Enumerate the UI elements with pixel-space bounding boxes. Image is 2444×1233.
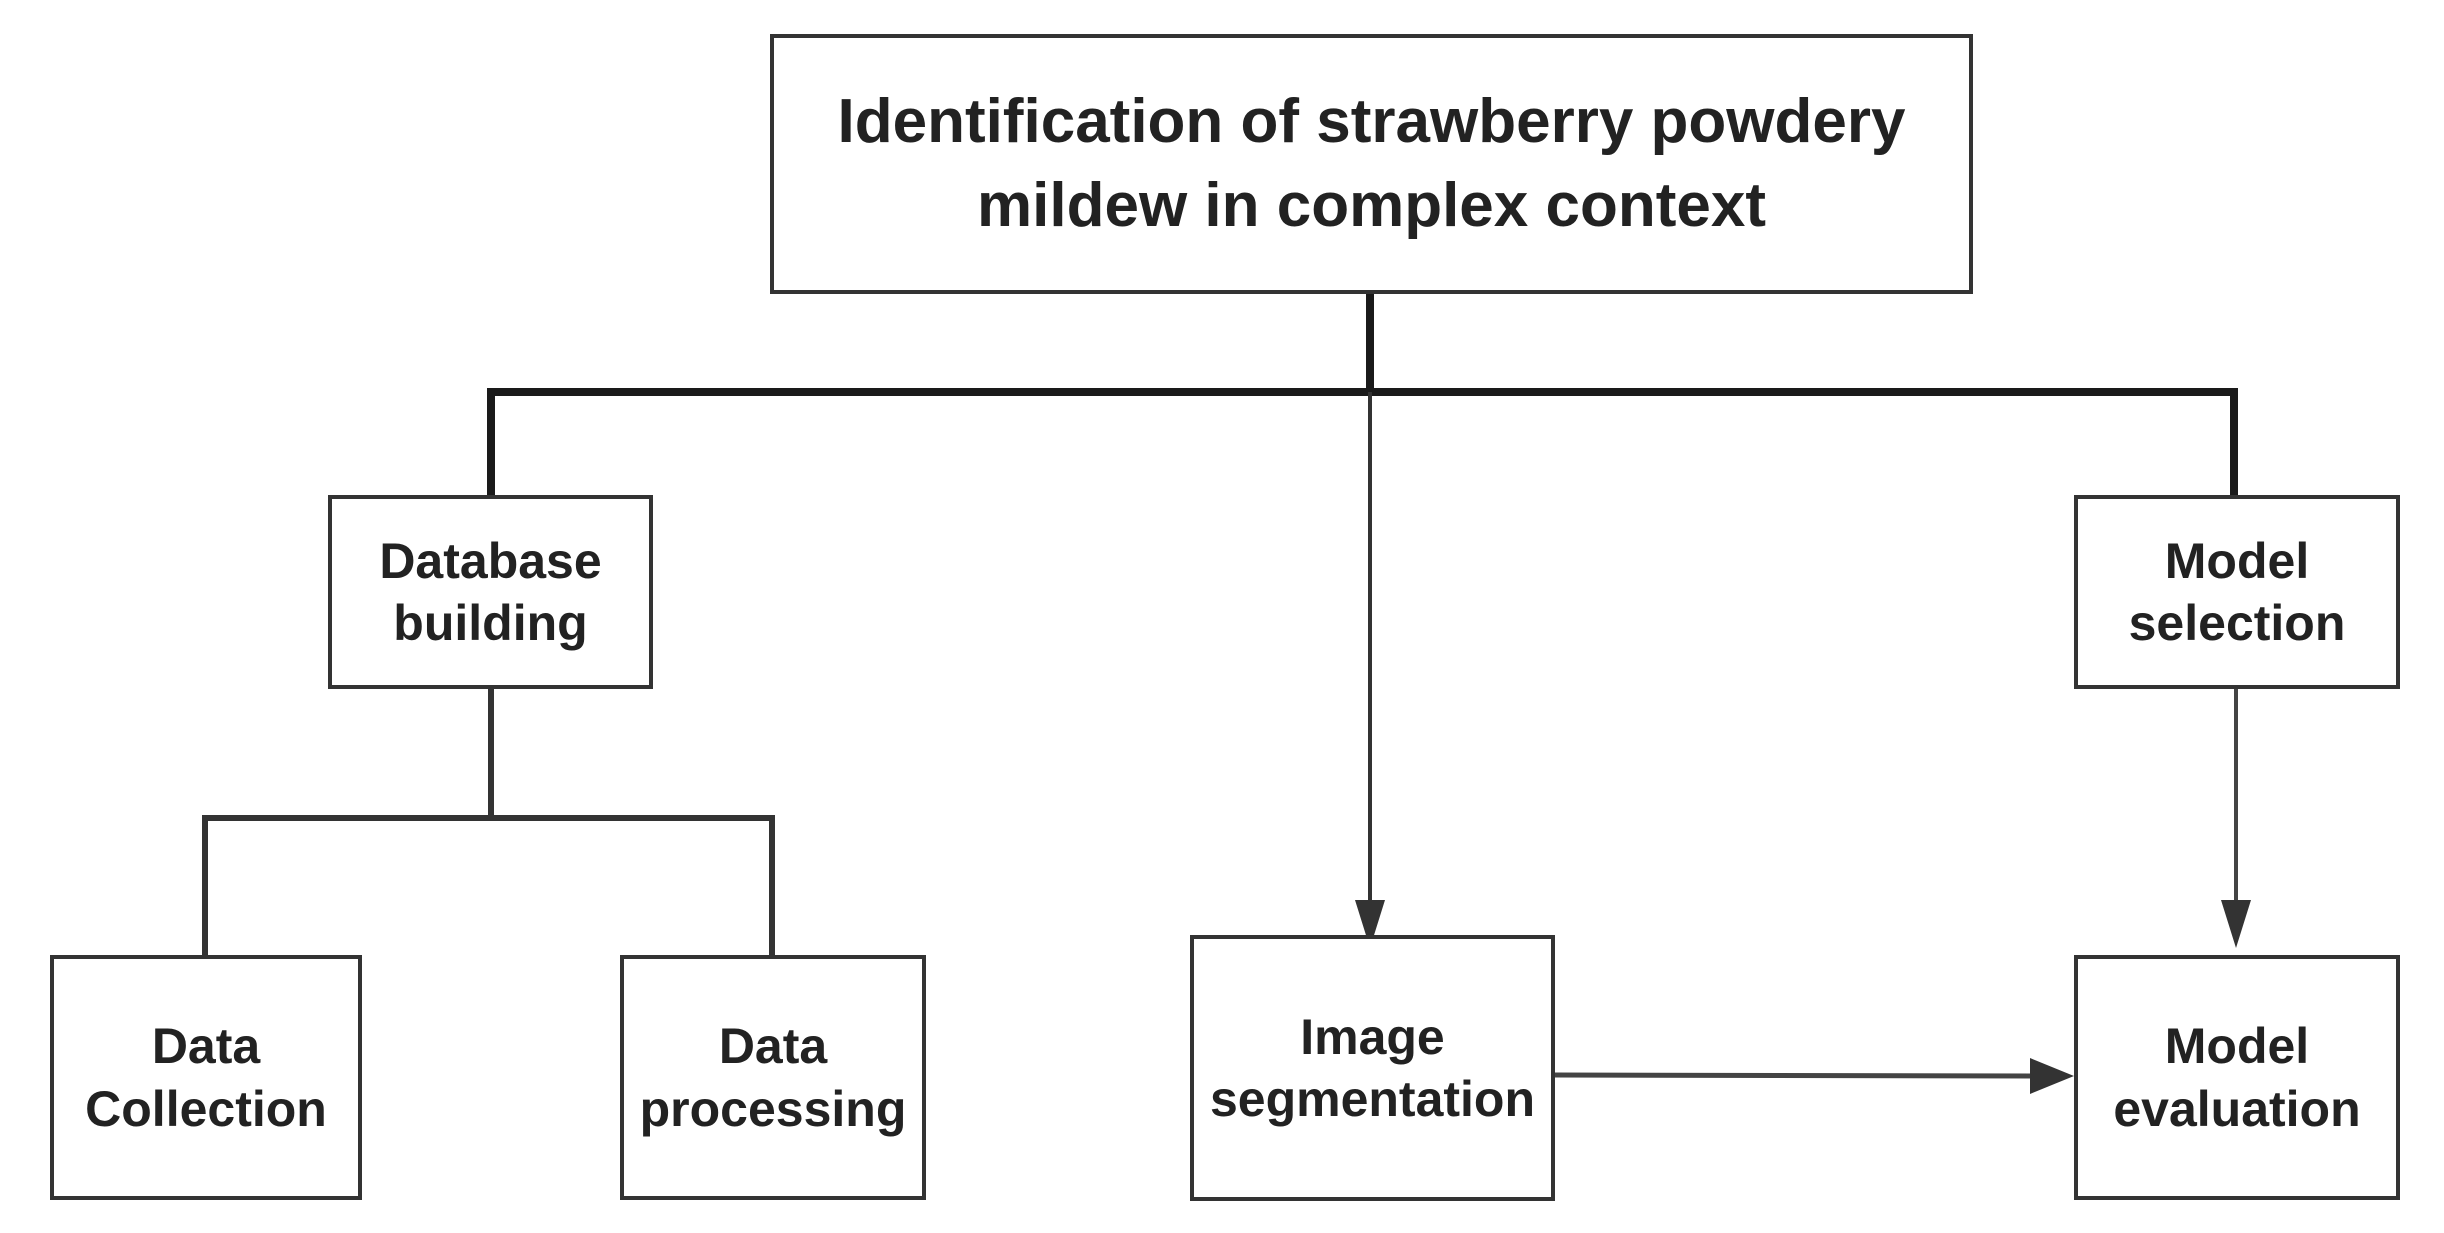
arrowhead-image-segmentation — [1355, 900, 1385, 948]
node-database-building-label: Database building — [379, 532, 602, 652]
node-data-collection: Data Collection — [50, 955, 362, 1200]
node-root: Identification of strawberry powdery mil… — [770, 34, 1973, 294]
node-model-evaluation: Model evaluation — [2074, 955, 2400, 1200]
node-image-segmentation: Image segmentation — [1190, 935, 1555, 1201]
node-database-building: Database building — [328, 495, 653, 689]
node-data-processing-label: Data processing — [639, 1018, 907, 1137]
node-model-selection: Model selection — [2074, 495, 2400, 689]
node-data-processing: Data processing — [620, 955, 926, 1200]
node-model-selection-label: Model selection — [2128, 532, 2346, 652]
arrowhead-model-evaluation-vertical — [2221, 900, 2251, 948]
arrow-to-model-evaluation-horizontal — [1554, 1072, 2041, 1079]
node-model-evaluation-label: Model evaluation — [2113, 1018, 2361, 1137]
arrowhead-model-evaluation-horizontal — [2030, 1058, 2074, 1094]
node-root-label: Identification of strawberry powdery mil… — [837, 87, 1906, 240]
node-image-segmentation-label: Image segmentation — [1209, 1008, 1536, 1128]
node-data-collection-label: Data Collection — [85, 1018, 327, 1137]
